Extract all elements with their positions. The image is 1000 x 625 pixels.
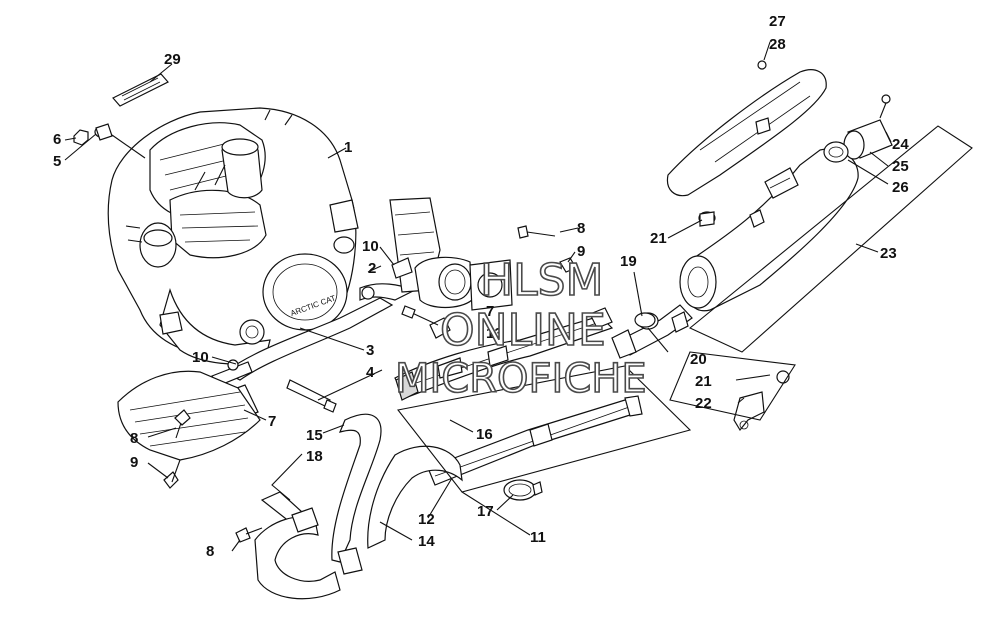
muffler [679,148,859,312]
callout-14: 14 [418,533,435,550]
callout-9a: 9 [577,243,585,260]
callout-17: 17 [477,503,494,520]
callout-24: 24 [892,136,909,153]
watermark-line-3: MICROFICHE [395,356,647,402]
callout-7a: 7 [486,303,494,320]
watermark-line-1: HLSM [480,255,604,306]
watermark-line-2: ONLINE [440,305,606,356]
callout-26: 26 [892,179,909,196]
mounting-bracket-mid [389,197,473,309]
callout-1: 1 [344,139,352,156]
callout-15: 15 [306,427,323,444]
callout-18: 18 [306,448,323,465]
muffler-mounts [634,211,790,432]
lower-exhaust-pipe [427,395,643,486]
callout-10a: 10 [362,238,379,255]
mid-exhaust-pipe [394,307,614,401]
callout-10b: 10 [192,349,209,366]
spark-arrestor [823,94,893,163]
callout-9b: 9 [130,454,138,471]
muffler-heat-shield [666,60,827,197]
gasket-upper [401,225,577,339]
callout-7b: 7 [268,413,276,430]
callout-8b: 8 [577,220,585,237]
callout-12: 12 [418,511,435,528]
watermark: HLSM ONLINE MICROFICHE [394,254,647,403]
callout-27: 27 [769,13,786,30]
callout-20: 20 [690,351,707,368]
callout-21b: 21 [695,373,712,390]
callout-4: 4 [366,364,375,381]
callout-23: 23 [880,245,897,262]
callout-13: 13 [486,325,503,342]
heat-shield-plate-lower [117,370,261,489]
callout-29: 29 [164,51,181,68]
callout-8c: 8 [206,543,214,560]
callout-19: 19 [620,253,637,270]
callout-2: 2 [368,260,376,277]
callout-5: 5 [53,153,61,170]
callout-25: 25 [892,158,909,175]
callout-22: 22 [695,395,712,412]
engine-assembly: ARCTIC CAT [107,107,359,365]
connector-pipe [611,304,693,359]
decal-label [112,73,169,107]
callout-11: 11 [530,529,546,546]
callout-21a: 21 [650,230,667,247]
leader-lines [64,41,973,552]
callout-8a: 8 [130,430,138,447]
engine-mount-bolt [73,123,146,159]
front-y-pipe [235,413,463,600]
callout-numbers: 29 1 6 5 10 2 3 4 10 7 8 9 8 15 18 16 17… [53,13,909,560]
exhaust-clamp [503,479,543,501]
callout-3: 3 [366,342,374,359]
callout-16: 16 [476,426,493,443]
callout-6: 6 [53,131,61,148]
callout-28: 28 [769,36,786,53]
